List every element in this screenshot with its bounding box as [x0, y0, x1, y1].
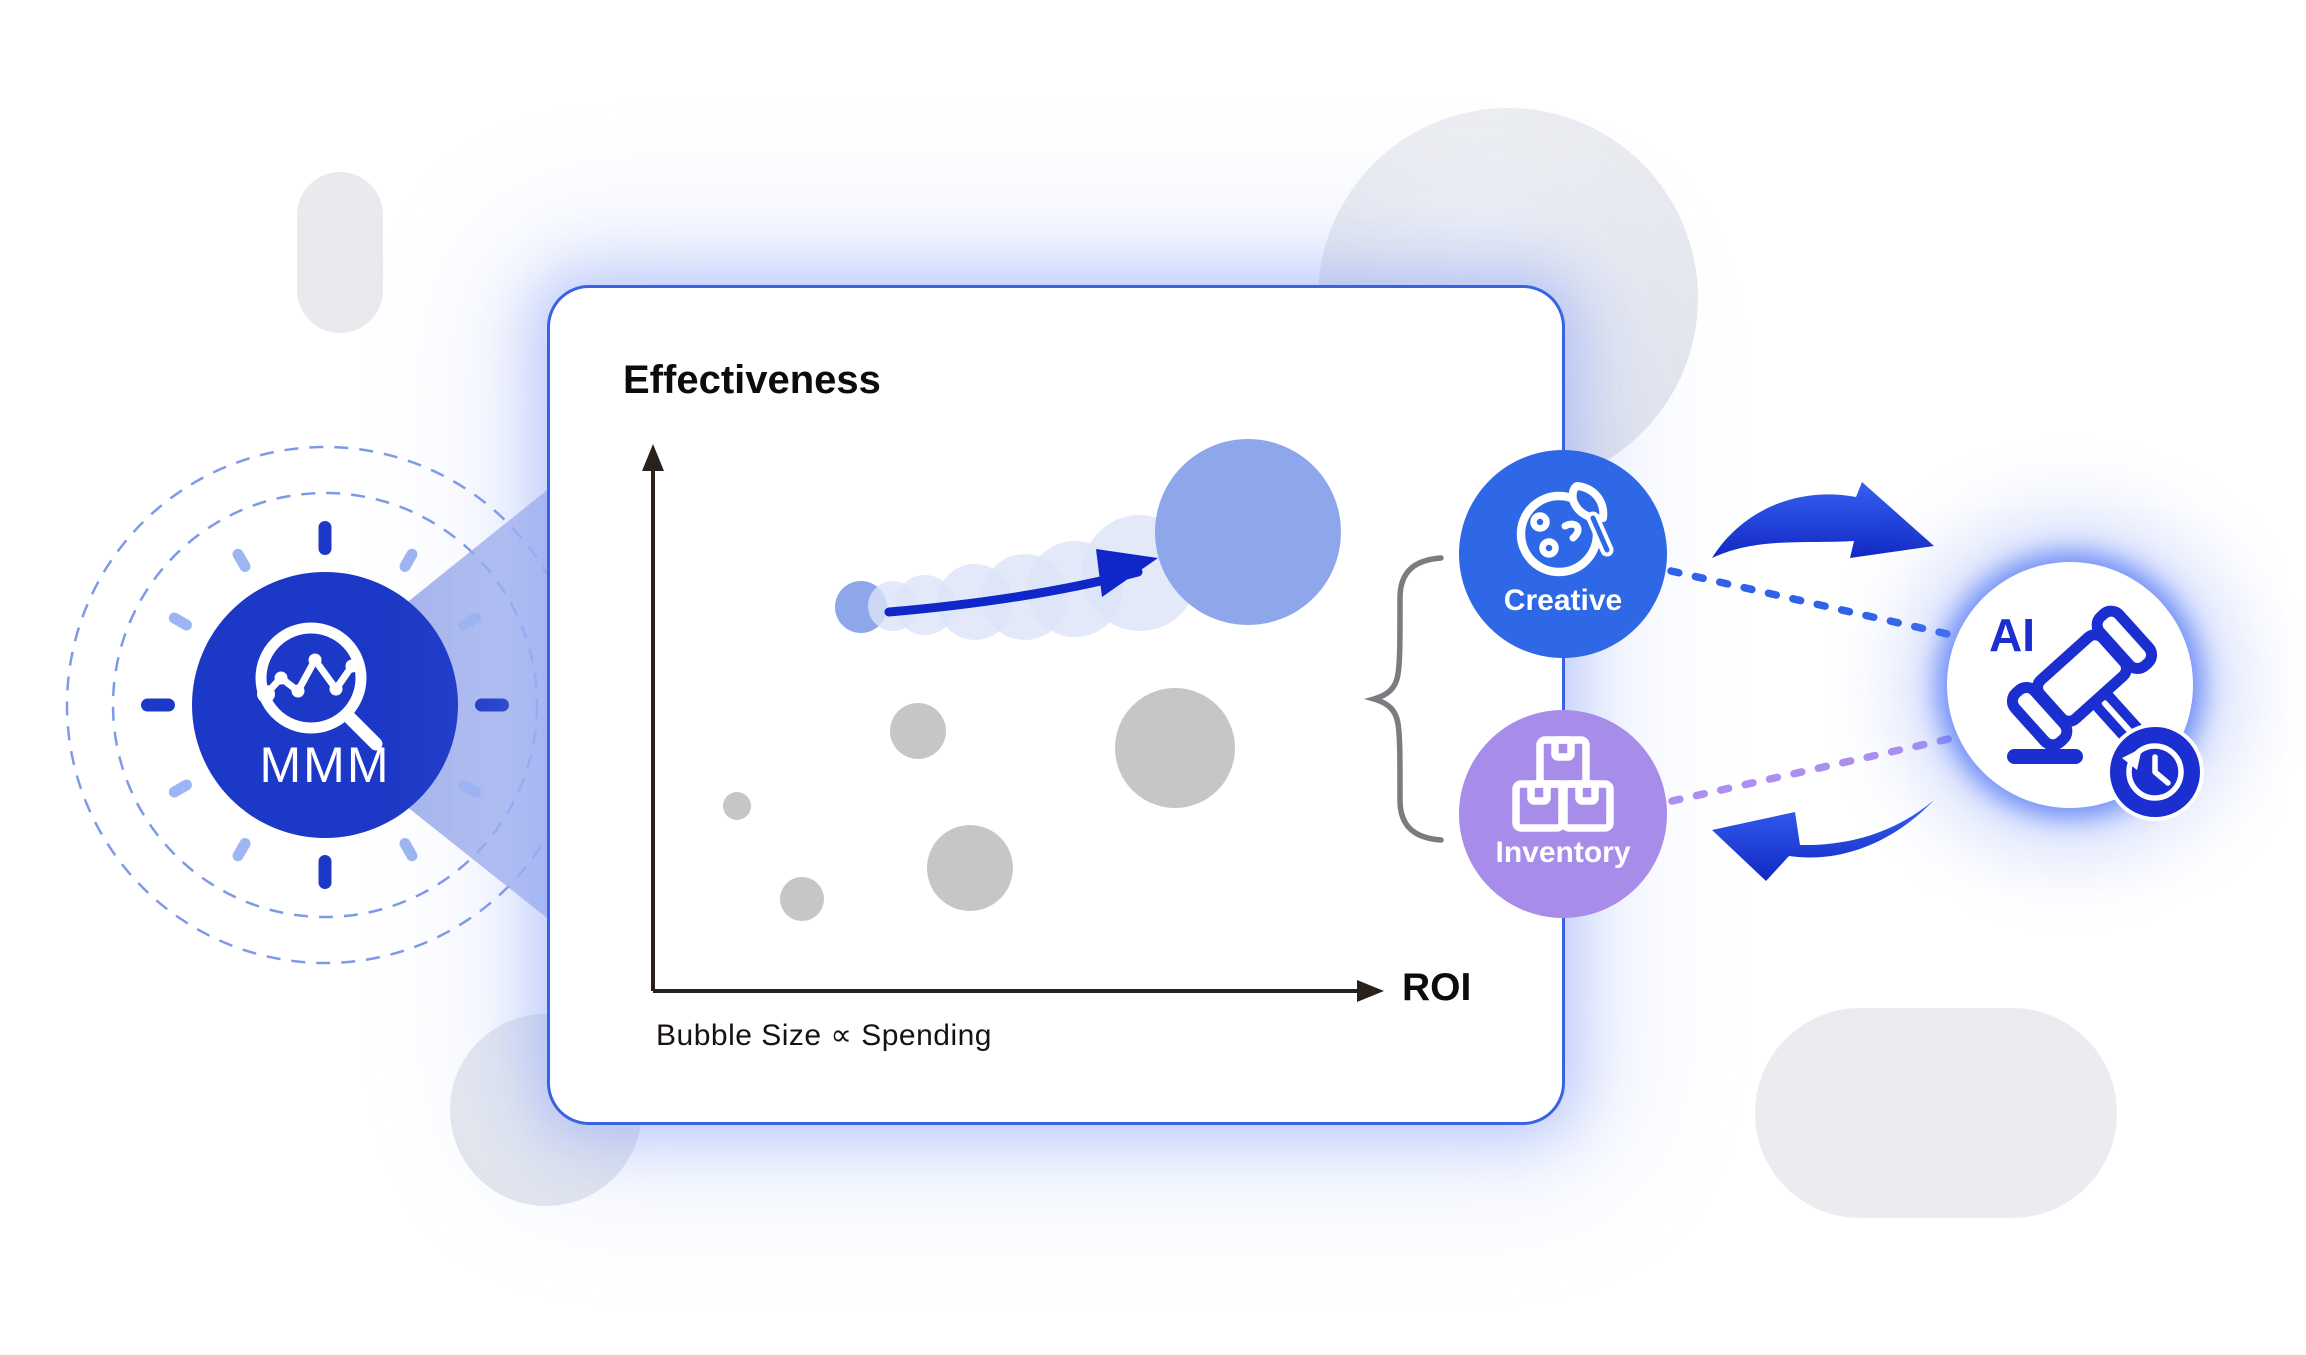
clock-tick-dark: [475, 698, 509, 712]
clock-tick-light: [168, 612, 192, 631]
swoosh-arrow-to-ai: [1712, 482, 1934, 558]
creative-node: Creative: [1459, 450, 1667, 658]
clock-tick-light: [458, 612, 482, 631]
clock-tick-light: [458, 779, 482, 798]
creative-label: Creative: [1503, 584, 1623, 617]
clock-tick-dark: [318, 855, 332, 889]
mmm-node: MMM: [192, 572, 458, 838]
bubble-size-caption: Bubble Size ∝ Spending: [656, 1019, 992, 1052]
background-capsule-shape: [297, 172, 383, 333]
dotted-line-creative-to-ai: [1667, 567, 1960, 640]
inventory-label: Inventory: [1495, 836, 1631, 869]
clock-tick-dark: [318, 521, 332, 555]
palette-brush-icon: [1516, 482, 1614, 577]
background-pill-bottom-right: [1755, 1008, 2117, 1218]
mmm-label: MMM: [259, 737, 391, 793]
chart-title: Effectiveness: [623, 358, 881, 402]
clock-tick-light: [232, 548, 251, 572]
clock-tick-light: [168, 779, 192, 798]
clock-tick-light: [399, 838, 418, 862]
inventory-node: Inventory: [1459, 710, 1667, 918]
magnifier-trend-icon: [255, 622, 383, 751]
clock-tick-light: [232, 838, 251, 862]
dotted-line-inventory-to-ai: [1668, 734, 1957, 805]
clock-history-icon: [2106, 723, 2204, 821]
stacked-boxes-icon: [1512, 736, 1614, 832]
gavel-base-bar: [2007, 749, 2083, 764]
gavel-icon: [2006, 605, 2204, 821]
clock-tick-light: [399, 548, 418, 572]
ai-label: AI: [1989, 609, 2035, 661]
clock-tick-dark: [141, 698, 175, 712]
x-axis-label: ROI: [1402, 966, 1472, 1009]
swoosh-arrow-from-ai: [1712, 800, 1934, 881]
